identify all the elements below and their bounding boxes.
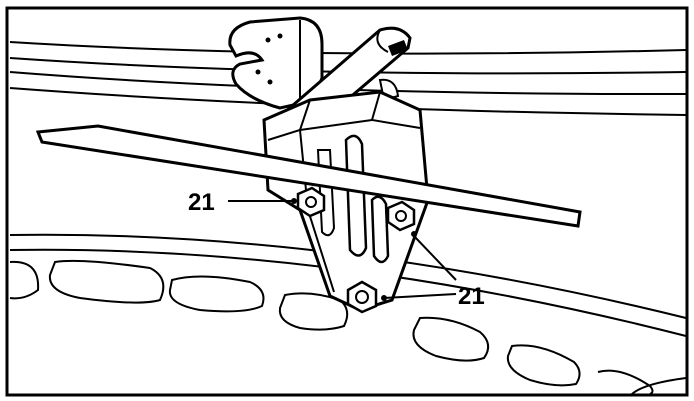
slotted-ring: [9, 259, 687, 397]
nut-right: [386, 200, 416, 232]
callout-label-left: 21: [188, 189, 215, 216]
nut-upper-left: [296, 186, 326, 218]
clamp-fitting: [228, 16, 324, 110]
nut-bottom: [346, 280, 378, 314]
leader-dots: [291, 198, 417, 301]
blade: [35, 124, 582, 228]
callout-label-right: 21: [458, 283, 485, 310]
leader-lines: [228, 200, 457, 299]
